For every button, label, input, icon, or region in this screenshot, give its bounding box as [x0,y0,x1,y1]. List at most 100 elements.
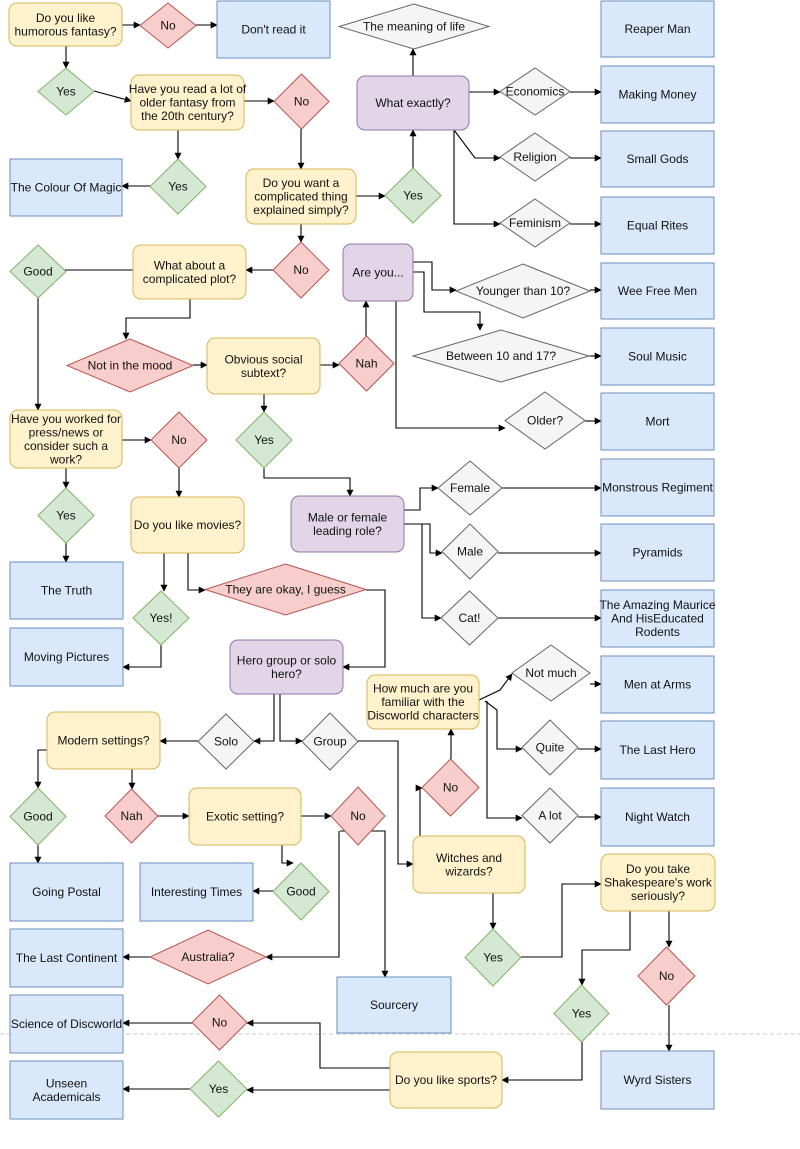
node-label-line: Not much [525,666,576,680]
node-label-line: Have you read a lot of [129,82,247,96]
node-t-areyou: Are you... [342,243,414,302]
node-label-line: No [160,19,176,33]
node-label-line: Don't read it [241,23,306,37]
choice-shape [504,391,586,450]
node-label-line: The Colour Of Magic [11,181,122,195]
connector-arrow-12 [453,129,501,162]
node-label-line: Academicals [32,1090,100,1104]
choice-shape [197,713,255,770]
node-c-older: Older? [504,391,586,450]
connector-arrow-40 [404,523,443,557]
book-shape [216,0,331,59]
node-b-times: Interesting Times [139,862,254,922]
node-label-line: The meaning of life [363,20,465,34]
node-label-line: older fantasy from [139,96,235,110]
node-label-line: No [294,95,310,109]
no-shape [330,786,386,846]
node-label-line: How much are you [373,682,473,696]
no-shape [139,2,197,49]
node-label-line: What exactly? [375,96,451,110]
node-q-exotic: Exotic setting? [188,787,302,846]
question-shape [245,168,357,225]
node-label-line: Nah [120,809,142,823]
node-label-line: What about a [154,258,226,272]
book-shape [600,327,715,386]
connector-arrow-42 [404,523,442,622]
node-label-line: hero? [271,667,302,681]
connector-arrow-54 [484,700,523,753]
node-label-line: Are you... [352,266,403,280]
node-t-what: What exactly? [356,75,470,131]
node-c-alot: A lot [521,787,579,844]
node-b-pyramids: Pyramids [600,523,715,582]
node-label-line: The Amazing Maurice [599,598,715,612]
node-label-line: Quite [536,741,565,755]
node-label-line: familiar with the [381,695,465,709]
node-label-line: Monstrous Regiment [602,481,713,495]
book-shape [600,787,715,847]
connector-arrow-56 [486,701,523,822]
node-c-solo: Solo [197,713,255,770]
yes-shape [464,928,522,987]
book-shape [600,65,715,124]
node-label-line: No [212,1016,228,1030]
choice-shape [499,198,571,248]
choice-shape [521,719,579,776]
node-label-line: Unseen [46,1076,87,1090]
node-label-line: No [171,433,187,447]
node-good-modern: Good [9,787,67,846]
book-shape [9,928,124,988]
node-c-fem: Feminism [499,198,571,248]
node-c-notmuch: Not much [511,644,591,702]
connector-arrow-26 [413,261,457,294]
node-label-line: Male [457,545,483,559]
no-shape [272,241,330,299]
question-shape [130,74,245,131]
node-label-line: Do you like [36,11,96,25]
node-label-line: Have you worked for [11,412,121,426]
topic-shape [342,243,414,302]
connector-arrow-47 [342,589,386,671]
node-c-group: Group [301,712,359,771]
node-no-sports: No [191,994,248,1051]
connector-arrow-38 [404,484,439,511]
node-label-line: Good [286,885,315,899]
yes-shape [553,984,610,1043]
node-label-line: Hero group or solo [237,653,337,667]
connector-arrow-28 [413,271,484,331]
node-label-line: press/news or [29,425,104,439]
connector-arrow-60 [34,749,47,789]
book-shape [600,655,715,714]
node-no-humor: No [139,2,197,49]
node-b-money: Making Money [600,65,715,124]
node-label-line: Interesting Times [151,885,242,899]
node-label-line: Religion [513,150,556,164]
connector-arrow-22 [122,299,191,340]
node-label-line: Economics [506,85,565,99]
node-c-female: Female [437,460,503,516]
node-no-okay: They are okay, I guess [203,563,368,616]
node-no-older: No [273,73,330,130]
node-label-line: Australia? [181,950,235,964]
question-shape [130,496,245,554]
connector-arrow-51 [358,740,414,868]
node-label-line: leading role? [313,524,382,538]
yes-shape [189,1060,248,1118]
node-b-colour: The Colour Of Magic [9,158,123,217]
node-nah-social: Nah [338,335,395,392]
node-c-male: Male [441,523,499,580]
node-label-line: The Last Hero [619,743,695,757]
node-label-line: Yes [56,509,76,523]
question-shape [412,835,526,894]
question-shape [132,244,247,300]
node-yes-press: Yes [37,487,95,544]
book-shape [9,158,123,217]
node-label-line: Discworld characters [367,709,478,723]
connector-arrow-50 [279,694,303,745]
connector-arrow-48 [253,694,275,745]
